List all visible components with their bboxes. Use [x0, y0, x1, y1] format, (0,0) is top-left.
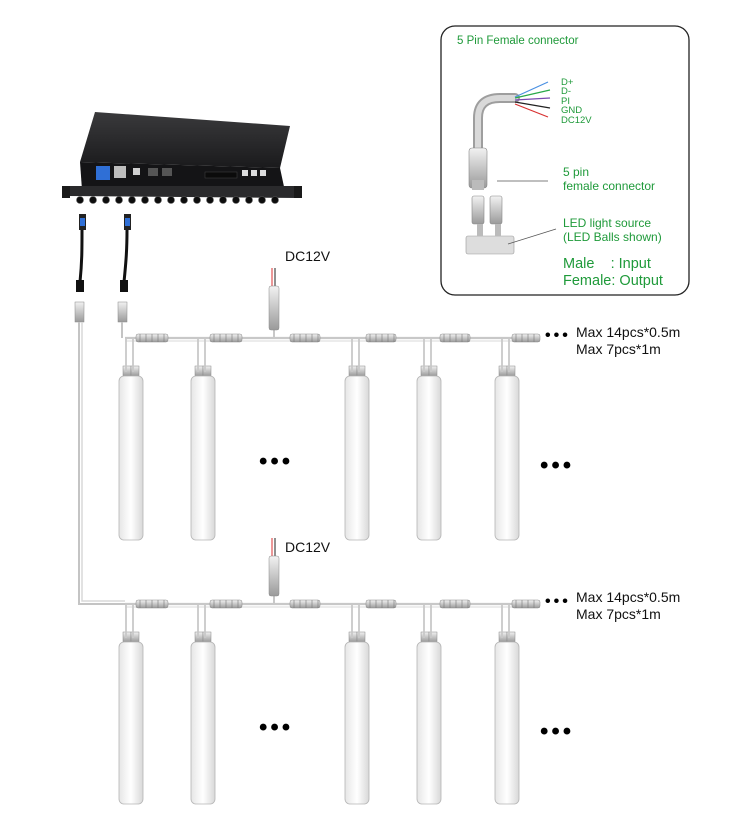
limit-row1-line2: Max 7pcs*1m	[576, 341, 661, 357]
light-source-line2: (LED Balls shown)	[563, 230, 662, 244]
limit-label-row1: Max 14pcs*0.5m Max 7pcs*1m	[576, 324, 680, 358]
tube-connector	[420, 365, 430, 377]
female-label: Female	[563, 273, 612, 289]
display-screen	[204, 171, 238, 179]
pin-label: DC12V	[561, 114, 592, 126]
led-tube	[190, 375, 216, 541]
led-tube	[494, 641, 520, 805]
gender-legend: Male : Input Female: Output	[563, 256, 663, 290]
wiring	[125, 268, 541, 638]
ellipsis-mid-row2: •••	[259, 714, 294, 741]
led-tube	[344, 641, 370, 805]
tube-connector	[122, 365, 132, 377]
ellipsis-chain-row2: •••	[545, 593, 571, 610]
inline-connector	[289, 599, 321, 609]
ellipsis-mid-row1: •••	[259, 448, 294, 475]
led-tube	[190, 641, 216, 805]
connector-label: 5 pin female connector	[563, 165, 655, 193]
tube-connector	[122, 631, 132, 643]
legend-title: 5 Pin Female connector	[457, 35, 579, 47]
inline-connector	[511, 333, 541, 343]
light-source-label: LED light source (LED Balls shown)	[563, 216, 662, 244]
inline-connector	[365, 599, 397, 609]
tube-connector	[420, 631, 430, 643]
power-connector	[268, 555, 280, 597]
power-label-row2: DC12V	[285, 539, 331, 555]
male-value: : Input	[610, 256, 651, 272]
ellipsis-right-row1: •••	[540, 452, 575, 479]
limit-row2-line2: Max 7pcs*1m	[576, 606, 661, 622]
tube-connector	[194, 631, 204, 643]
output-ports	[76, 196, 279, 204]
led-tube	[416, 375, 442, 541]
led-tube	[494, 375, 520, 541]
led-tube	[118, 641, 144, 805]
male-label: Male	[563, 256, 595, 272]
limit-row2-line1: Max 14pcs*0.5m	[576, 589, 681, 605]
power-out-connector	[114, 166, 126, 178]
tube-connector	[348, 631, 358, 643]
pin-label: D-	[561, 86, 572, 98]
limit-label-row2: Max 14pcs*0.5m Max 7pcs*1m	[576, 589, 680, 623]
tube-connector	[348, 365, 358, 377]
led-tube	[344, 375, 370, 541]
power-in-connector	[96, 166, 110, 180]
power-connector	[268, 285, 280, 331]
pin-label: PI	[561, 95, 570, 107]
pin-label: D+	[561, 77, 574, 88]
tube-connector	[498, 631, 508, 643]
pin-list: D+ D- PI GND DC12V	[561, 77, 592, 126]
ellipsis-chain-row1: •••	[545, 327, 571, 344]
ellipsis-right-row2: •••	[540, 718, 575, 745]
inline-connector	[365, 333, 397, 343]
inline-connector	[289, 333, 321, 343]
pin-label: GND	[561, 105, 583, 117]
tube-connector	[498, 365, 508, 377]
inline-connector	[439, 333, 471, 343]
led-tubes	[118, 365, 520, 805]
legend-box	[440, 25, 690, 296]
inline-connector	[511, 599, 541, 609]
connector-label-line1: 5 pin	[563, 165, 590, 179]
power-label-row1: DC12V	[285, 248, 331, 264]
tube-connector	[194, 365, 204, 377]
light-source-line1: LED light source	[563, 216, 652, 230]
limit-row1-line1: Max 14pcs*0.5m	[576, 324, 681, 340]
female-value: : Output	[611, 273, 663, 289]
inline-connector	[439, 599, 471, 609]
controller-device	[62, 112, 302, 204]
led-tube	[416, 641, 442, 805]
led-tube	[118, 375, 144, 541]
connector-label-line2: female connector	[563, 179, 656, 193]
controller-cables	[74, 214, 131, 605]
